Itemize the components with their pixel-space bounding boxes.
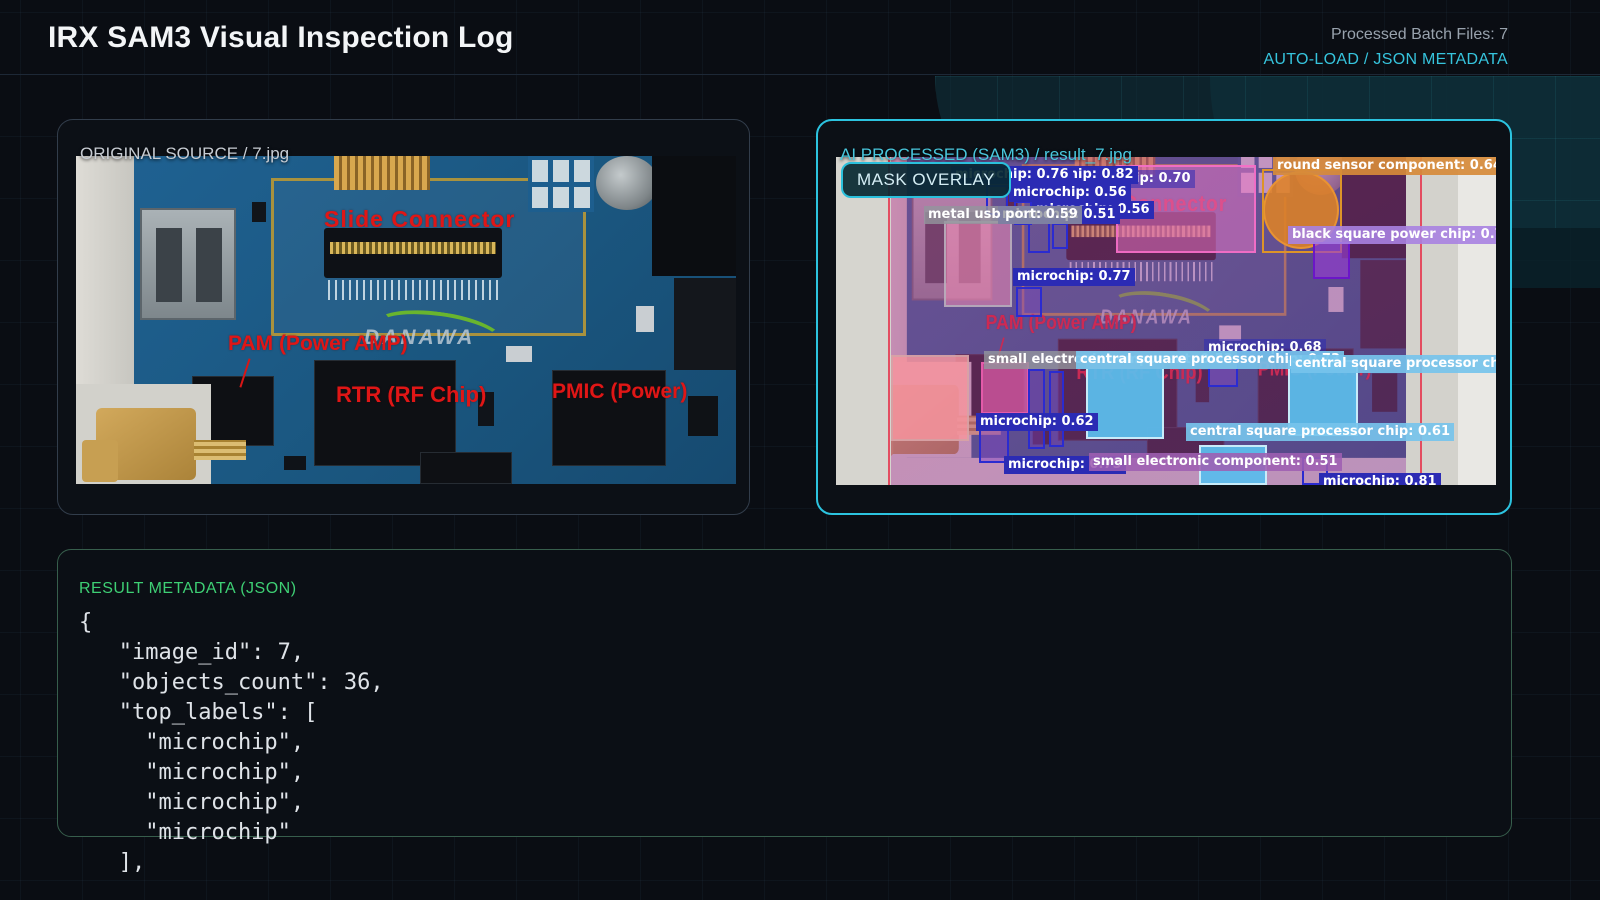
annotation-pam: PAM (Power AMP) (986, 312, 1137, 335)
pmic-chip (552, 370, 666, 466)
segmentation-mask (1086, 357, 1164, 439)
segmentation-mask (891, 355, 969, 441)
alignment-line (888, 157, 890, 485)
bounding-box (1313, 242, 1350, 279)
black-component-right (674, 278, 736, 370)
bounding-box (1052, 223, 1068, 249)
small-component (478, 392, 494, 426)
alignment-line (1420, 157, 1422, 485)
batch-files-count: Processed Batch Files: 7 (1331, 26, 1508, 43)
ai-processed-panel: AI PROCESSED (SAM3) / result_7.jpg MASK … (816, 119, 1512, 515)
black-component-right (1360, 260, 1413, 349)
processed-image: DANAWA Slide Connector PAM (Power AMP) R… (836, 157, 1496, 485)
white-grid-component (528, 156, 594, 212)
small-component (1195, 369, 1210, 403)
pcb-photo: DANAWA Slide Connector PAM (Power AMP) R… (76, 156, 736, 484)
metal-usb-port (140, 208, 236, 320)
annotation-slide-connector: Slide Connector (324, 206, 516, 232)
result-metadata-panel: RESULT METADATA (JSON) { "image_id": 7, … (57, 549, 1512, 875)
detection-label: microchip: 0.56 (1009, 184, 1131, 202)
detection-label: central square processor chip: 0.61 (1186, 423, 1455, 441)
metadata-json-text: { "image_id": 7, "objects_count": 36, "t… (79, 610, 384, 875)
metadata-panel-title: RESULT METADATA (JSON) (79, 580, 297, 597)
page-title: IRX SAM3 Visual Inspection Log (48, 21, 514, 54)
small-component (636, 306, 654, 332)
scan-strip-far-right (1458, 157, 1496, 485)
bounding-box (1049, 371, 1064, 447)
original-source-panel: ORIGINAL SOURCE / 7.jpg DANAWA Slide Con… (57, 119, 750, 515)
small-component (1032, 431, 1052, 445)
black-connector-topright (652, 156, 736, 276)
bounding-box (1028, 219, 1050, 253)
gold-flex-tab (82, 440, 118, 482)
detection-label: central square processor chip: 0.59 (1291, 355, 1496, 373)
bounding-box (1028, 369, 1045, 449)
detection-label: microchip: 0.81 (1319, 473, 1441, 485)
original-image: DANAWA Slide Connector PAM (Power AMP) R… (76, 156, 736, 484)
original-panel-title: ORIGINAL SOURCE / 7.jpg (80, 144, 290, 163)
rtr-chip (314, 360, 456, 466)
detection-label: central square processor chip: 0.73 (1076, 351, 1345, 369)
round-metal-component (596, 156, 658, 210)
processed-panel-title: AI PROCESSED (SAM3) / result_7.jpg (840, 145, 1132, 164)
detection-label: microchip: 0.77 (1013, 268, 1135, 286)
annotation-rtr: RTR (RF Chip) (336, 382, 487, 407)
watermark-text: DANAWA (1100, 306, 1194, 329)
detection-label: round sensor component: 0.64 (1273, 157, 1496, 175)
small-component (252, 202, 266, 222)
bounding-box (1016, 287, 1042, 317)
connector-pin-comb (328, 280, 498, 300)
small-component (284, 456, 306, 470)
app-header: IRX SAM3 Visual Inspection Log Processed… (0, 0, 1600, 75)
detection-label: metal usb port: 0.59 (924, 206, 1082, 224)
segmentation-mask (981, 362, 1029, 414)
connector-pins (330, 242, 496, 254)
annotation-pmic: PMIC (Power) (552, 380, 688, 403)
gold-pad-strip (334, 156, 430, 190)
annotation-pam: PAM (Power AMP) (228, 332, 408, 355)
auto-load-mode-link[interactable]: AUTO-LOAD / JSON METADATA (1263, 51, 1508, 68)
bottom-chip (420, 452, 512, 484)
flex-ribbon (194, 440, 246, 460)
scan-strip-left (836, 157, 891, 485)
detection-label: microchip: 0.62 (976, 413, 1098, 431)
small-component (1372, 373, 1398, 412)
mask-overlay-badge: MASK OVERLAY (841, 162, 1011, 198)
small-component (1219, 325, 1242, 341)
header-status: Processed Batch Files: 7 AUTO-LOAD / JSO… (1263, 26, 1508, 69)
watermark-text: DANAWA (364, 326, 476, 349)
detection-label: black square power chip: 0.70 (1288, 226, 1496, 244)
small-component (506, 346, 532, 362)
small-component (688, 396, 718, 436)
segmentation-mask (944, 221, 1012, 307)
small-component (1328, 287, 1344, 312)
detection-label: small electronic component: 0.51 (1089, 453, 1342, 471)
